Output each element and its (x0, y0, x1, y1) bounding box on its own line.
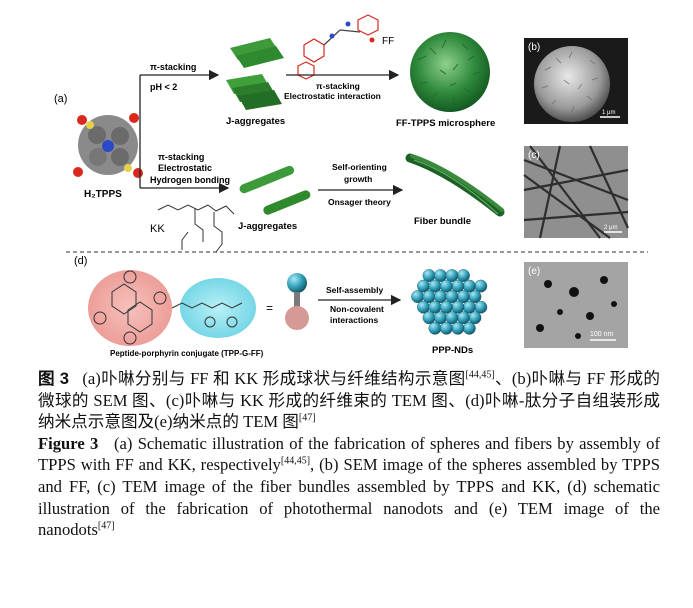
caption-en-text-2: , (b) SEM image of the spheres assembled… (38, 455, 660, 540)
caption-zh-ref-2: [47] (298, 412, 316, 424)
mid-j-aggregates (239, 165, 311, 215)
figure-caption: 图 3 (a)卟啉分别与 FF 和 KK 形成球状与纤维结构示意图[44,45]… (38, 368, 660, 541)
peptide-porphyrin-conjugate (88, 270, 256, 346)
nanodot-sphere (445, 311, 459, 325)
bottom-arrow-line1: Self-assembly (326, 285, 383, 295)
top-arrow2-line2: Electrostatic interaction (284, 91, 381, 101)
caption-zh-text-2: 、(b)卟啉与 FF 形成的微球的 SEM 图、(c)卟啉与 KK 形成的纤维束… (38, 369, 661, 432)
bottom-arrow-line2: Non-covalent (330, 304, 384, 314)
caption-zh-text-1: (a)卟啉分别与 FF 和 KK 形成球状与纤维结构示意图 (82, 369, 466, 388)
ppp-nanodot (411, 269, 488, 335)
caption-en-text-1: (a) Schematic illustration of the fabric… (38, 433, 660, 475)
nd-label: PPP-NDs (432, 345, 473, 356)
mid-arrow-line1: π-stacking (158, 152, 204, 162)
top-j-aggregates (226, 38, 284, 110)
caption-en-ref-1: [44,45] (280, 455, 311, 467)
scale-b-label: 1 μm (602, 110, 615, 116)
conjugate-label: Peptide-porphyrin conjugate (TPP-G-FF) (110, 349, 264, 358)
mid-arrow2-line3: Onsager theory (328, 197, 391, 207)
tem-image-c (523, 145, 629, 239)
scale-e-label: 100 nm (590, 331, 614, 338)
caption-zh-label: 图 3 (38, 369, 70, 388)
kk-molecule (157, 204, 235, 253)
panel-a-label: (a) (54, 93, 67, 105)
bottom-arrow-line3: interactions (330, 315, 378, 325)
top-arrow-line1: π-stacking (150, 62, 196, 72)
scale-c-label: 2 μm (604, 225, 617, 231)
caption-en-ref-2: [47] (97, 520, 115, 532)
fiber-label: Fiber bundle (414, 216, 471, 227)
panel-d-label: (d) (74, 255, 87, 267)
tpps-molecule (73, 113, 143, 178)
sem-image-b (524, 38, 628, 124)
panel-e-label: (e) (528, 266, 540, 277)
branch-lines (139, 69, 230, 194)
fiber-bundle (405, 153, 505, 217)
caption-en-label: Figure 3 (38, 433, 99, 453)
top-arrow-line2: pH < 2 (150, 82, 177, 92)
mid-arrow-line3: Hydrogen bonding (150, 175, 230, 185)
molecule-symbol (285, 273, 309, 330)
figure-3: (a) (d) H₂TPPS π-stacking pH < 2 J-aggre… (54, 14, 648, 358)
ff-label: FF (382, 36, 394, 47)
nanodot-sphere (445, 290, 459, 304)
nanodot-sphere (440, 321, 453, 335)
mid-arrow2-line1: Self-orienting (332, 162, 387, 172)
kk-label: KK (150, 223, 165, 235)
microsphere-label: FF-TPPS microsphere (396, 118, 495, 129)
top-arrow2-line1: π-stacking (316, 81, 360, 91)
mid-arrow2-line2: growth (344, 174, 372, 184)
equals-sign: = (266, 301, 273, 315)
tem-image-e (524, 262, 628, 348)
ff-tpps-microsphere (410, 32, 490, 112)
panel-b-label: (b) (528, 42, 540, 53)
nanodot-sphere (440, 300, 453, 314)
mid-arrow-line2: Electrostatic (158, 163, 212, 173)
panel-c-label: (c) (528, 150, 540, 161)
caption-zh: 图 3 (a)卟啉分别与 FF 和 KK 形成球状与纤维结构示意图[44,45]… (38, 368, 660, 433)
top-j-label: J-aggregates (226, 116, 285, 127)
nanodot-sphere (440, 279, 453, 293)
nanodot-sphere (445, 269, 459, 282)
ff-molecule (297, 14, 379, 80)
caption-zh-ref-1: [44,45] (465, 369, 495, 381)
tpps-label: H₂TPPS (84, 189, 122, 200)
caption-en: Figure 3 (a) Schematic illustration of t… (38, 433, 660, 541)
mid-j-label: J-aggregates (238, 221, 297, 232)
